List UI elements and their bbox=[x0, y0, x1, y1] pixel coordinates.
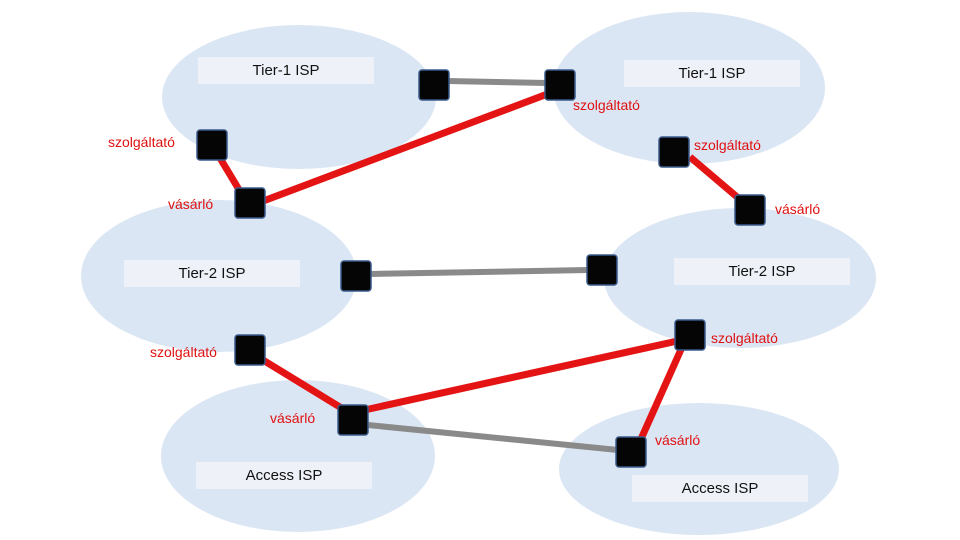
tier2-right-peer-router bbox=[586, 254, 618, 286]
role-provider-t1-right: szolgáltató bbox=[694, 137, 761, 153]
role-customer-access-left: vásárló bbox=[270, 410, 316, 426]
role-provider-t1-left: szolgáltató bbox=[108, 134, 175, 150]
role-customer-t2-right: vásárló bbox=[775, 201, 821, 217]
tier2-right-to-access-right-link bbox=[633, 343, 687, 450]
tier2-right-label: Tier-2 ISP bbox=[674, 258, 850, 285]
tier2-right-customer-router bbox=[734, 194, 766, 226]
role-provider-t2-left: szolgáltató bbox=[150, 344, 217, 360]
tier1-right-peer-router bbox=[544, 69, 576, 101]
tier2-right-to-access-left-link bbox=[359, 336, 683, 415]
tier1-left-label: Tier-1 ISP bbox=[198, 57, 374, 84]
links bbox=[216, 78, 746, 453]
tier2-left-customer-router bbox=[234, 187, 266, 219]
tier1-peering-link bbox=[447, 78, 549, 86]
routers bbox=[196, 69, 766, 468]
tier1-right-to-tier2-right-link bbox=[687, 154, 746, 205]
tier2-peering-link bbox=[369, 267, 589, 277]
access-left-label: Access ISP bbox=[196, 462, 372, 489]
tier1-left-peer-router bbox=[418, 69, 450, 101]
tier2-left-to-access-left-link bbox=[256, 354, 350, 415]
tier1-left-provider-router bbox=[196, 129, 228, 161]
role-provider-t1-right-top: szolgáltató bbox=[573, 97, 640, 113]
role-customer-access-right: vásárló bbox=[655, 432, 701, 448]
access-left-customer-router bbox=[337, 404, 369, 436]
role-customer-t2-left: vásárló bbox=[168, 196, 214, 212]
tier2-right-provider-router bbox=[674, 319, 706, 351]
access-right-customer-router bbox=[615, 436, 647, 468]
tier1-right-to-tier2-left-link bbox=[256, 86, 560, 207]
access-right-cloud bbox=[559, 403, 839, 535]
tier2-left-provider-router bbox=[234, 334, 266, 366]
access-peering-link bbox=[367, 422, 619, 453]
tier1-right-cloud bbox=[553, 12, 825, 164]
tier2-left-peer-router bbox=[340, 260, 372, 292]
access-right-label: Access ISP bbox=[632, 475, 808, 502]
role-provider-t2-right: szolgáltató bbox=[711, 330, 778, 346]
tier1-right-label: Tier-1 ISP bbox=[624, 60, 800, 87]
tier2-left-label: Tier-2 ISP bbox=[124, 260, 300, 287]
tier1-right-provider-router bbox=[658, 136, 690, 168]
